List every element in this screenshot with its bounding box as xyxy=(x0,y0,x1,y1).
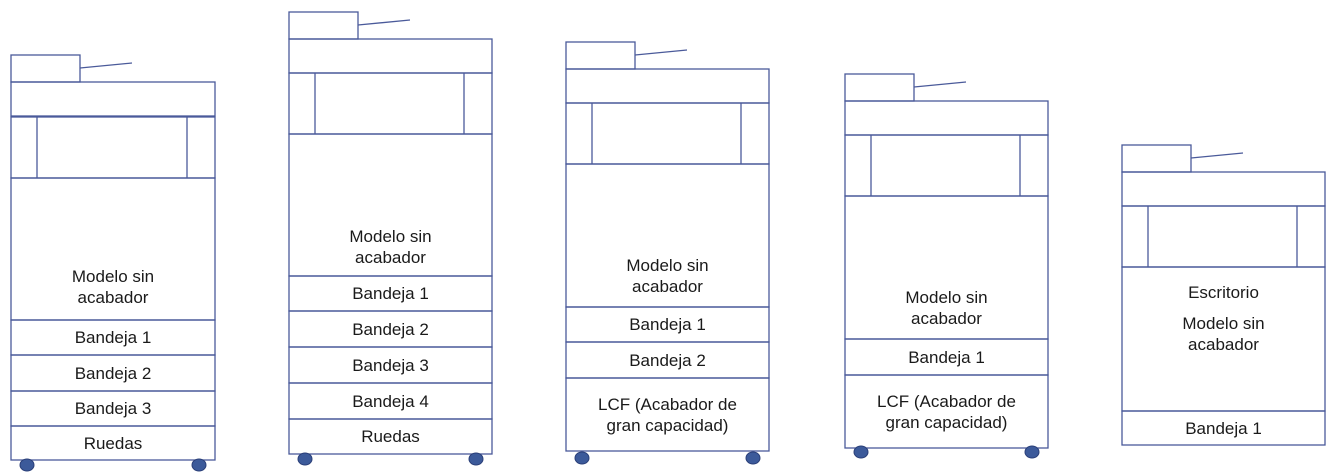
document-feeder xyxy=(10,54,81,83)
section-box xyxy=(1121,410,1326,446)
output-tray-area xyxy=(288,72,493,135)
section-label: Ruedas xyxy=(361,427,420,446)
wheel-icon xyxy=(468,452,484,466)
output-tray-area xyxy=(844,134,1049,197)
scanner-unit xyxy=(844,100,1049,136)
scanner-unit xyxy=(565,68,770,104)
paper-guide-line xyxy=(357,19,411,26)
section-label: Bandeja 2 xyxy=(74,363,152,383)
scanner-unit xyxy=(10,81,216,117)
output-tray-area xyxy=(565,102,770,165)
wheel-icon xyxy=(19,458,35,472)
section-label: LCF (Acabador de gran capacidad) xyxy=(877,391,1016,432)
document-feeder xyxy=(565,41,636,70)
wheel-icon xyxy=(745,451,761,465)
body-top-label: Escritorio xyxy=(1188,283,1259,302)
document-feeder xyxy=(844,73,915,102)
document-feeder xyxy=(288,11,359,40)
section-label: Bandeja 3 xyxy=(352,355,429,375)
section-label: Bandeja 1 xyxy=(74,328,152,347)
section-label: Bandeja 1 xyxy=(908,347,985,367)
model-label: Modelo sin acabador xyxy=(349,227,432,267)
wheel-icon xyxy=(853,445,869,459)
section-label: Bandeja 4 xyxy=(352,391,429,411)
wheel-icon xyxy=(191,458,207,472)
model-label: Modelo sin acabador xyxy=(71,267,155,307)
section-label: Bandeja 1 xyxy=(1185,418,1262,438)
scanner-unit xyxy=(1121,171,1326,207)
wheel-icon xyxy=(574,451,590,465)
section-label: Ruedas xyxy=(83,433,143,453)
section-box xyxy=(565,377,770,452)
section-label: Bandeja 1 xyxy=(629,315,706,334)
wheel-icon xyxy=(1024,445,1040,459)
scanner-unit xyxy=(288,38,493,74)
model-label: Modelo sin acabador xyxy=(626,256,709,296)
output-tray-area xyxy=(1121,205,1326,268)
paper-guide-line xyxy=(634,49,688,56)
section-label: LCF (Acabador de gran capacidad) xyxy=(598,394,737,435)
model-label: Modelo sin acabador xyxy=(905,288,988,328)
paper-guide-line xyxy=(913,81,967,88)
document-feeder xyxy=(1121,144,1192,173)
section-label: Bandeja 1 xyxy=(352,284,429,303)
section-box xyxy=(844,374,1049,449)
paper-guide-line xyxy=(79,62,133,69)
section-box xyxy=(10,425,216,461)
section-label: Bandeja 2 xyxy=(629,350,706,370)
section-box xyxy=(288,418,493,455)
section-label: Bandeja 2 xyxy=(352,319,429,339)
model-label: Modelo sin acabador xyxy=(1182,314,1265,354)
output-tray-area xyxy=(10,116,216,179)
paper-guide-line xyxy=(1190,152,1244,159)
wheel-icon xyxy=(297,452,313,466)
section-label: Bandeja 3 xyxy=(74,399,152,418)
